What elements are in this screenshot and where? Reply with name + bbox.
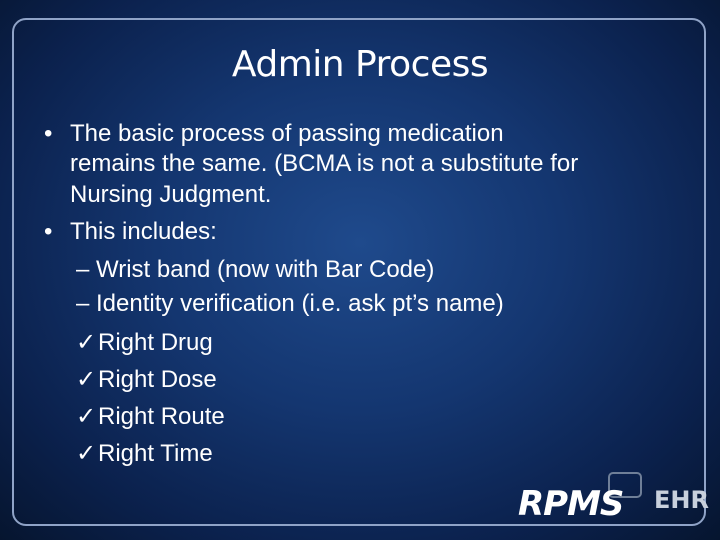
rpms-ehr-logo: RPMS EHR bbox=[518, 470, 709, 530]
check-item: ✓Right Time bbox=[76, 440, 213, 467]
check-item: ✓Right Route bbox=[76, 403, 225, 430]
bullet-text-line-2: remains the same. (BCMA is not a substit… bbox=[70, 150, 579, 177]
logo-window-icon bbox=[608, 472, 642, 498]
bullet-text-line-3: Nursing Judgment. bbox=[70, 181, 272, 208]
check-icon: ✓ bbox=[76, 329, 97, 356]
bullet-text-line-1: The basic process of passing medication bbox=[70, 120, 504, 147]
bullet-dot: • bbox=[44, 120, 53, 147]
check-item: ✓Right Drug bbox=[76, 329, 213, 356]
bullet-text-includes: This includes: bbox=[70, 218, 217, 245]
sub-item-wrist-band: – Wrist band (now with Bar Code) bbox=[76, 256, 435, 283]
sub-item-identity: – Identity verification (i.e. ask pt’s n… bbox=[76, 290, 504, 317]
check-item: ✓Right Dose bbox=[76, 366, 217, 393]
slide-frame bbox=[12, 18, 706, 526]
check-icon: ✓ bbox=[76, 366, 97, 393]
slide-title: Admin Process bbox=[231, 44, 489, 85]
check-icon: ✓ bbox=[76, 440, 97, 467]
logo-rpms-text: RPMS bbox=[518, 484, 624, 524]
bullet-dot: • bbox=[44, 218, 53, 245]
check-icon: ✓ bbox=[76, 403, 97, 430]
logo-ehr-text: EHR bbox=[654, 486, 709, 514]
